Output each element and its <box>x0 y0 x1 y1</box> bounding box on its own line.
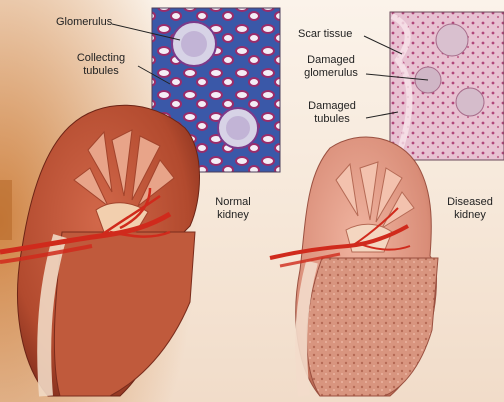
scar-tissue-label: Scar tissue <box>298 28 352 41</box>
normal-kidney-label-line2: kidney <box>206 209 260 222</box>
damaged-tubules-label-line1: Damaged <box>300 100 364 113</box>
diseased-kidney-label-line1: Diseased <box>440 196 500 209</box>
normal-kidney-label: Normal kidney <box>206 196 260 222</box>
edge-mark <box>0 180 12 240</box>
diseased-kidney <box>270 137 438 396</box>
diseased-tissue-micrograph <box>390 12 504 160</box>
damaged-glomerulus-label-line2: glomerulus <box>296 67 366 80</box>
damaged-tubules-label-line2: tubules <box>300 113 364 126</box>
diseased-kidney-cut-face <box>307 258 438 396</box>
diseased-kidney-label: Diseased kidney <box>440 196 500 222</box>
glomerulus-label: Glomerulus <box>56 16 112 29</box>
damaged-tubules-label: Damaged tubules <box>300 100 364 126</box>
collecting-tubules-label: Collecting tubules <box>66 52 136 78</box>
damaged-glomerulus-label-line1: Damaged <box>296 54 366 67</box>
collecting-tubules-label-line2: tubules <box>66 65 136 78</box>
normal-kidney-label-line1: Normal <box>206 196 260 209</box>
diseased-kidney-label-line2: kidney <box>440 209 500 222</box>
collecting-tubules-label-line1: Collecting <box>66 52 136 65</box>
damaged-glomerulus-label: Damaged glomerulus <box>296 54 366 80</box>
